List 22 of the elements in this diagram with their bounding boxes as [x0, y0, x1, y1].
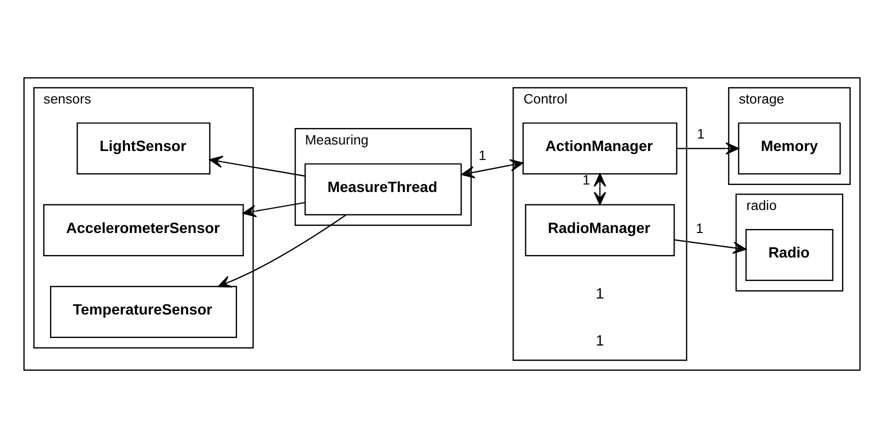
arrow — [209, 156, 305, 177]
arrow — [218, 214, 346, 288]
node-box: TemperatureSensor — [50, 286, 238, 338]
arrow — [242, 202, 306, 218]
edge-label: 1 — [582, 172, 590, 188]
cluster — [23, 77, 861, 371]
node-box: LightSensor — [76, 122, 210, 174]
node-box: RadioManager — [524, 204, 675, 256]
node-box: ActionManager — [522, 122, 678, 174]
arrow — [674, 239, 746, 254]
edge-label: 1 — [697, 126, 705, 142]
arrow — [677, 142, 740, 155]
label: 1 — [596, 286, 604, 302]
node-box: Memory — [738, 122, 841, 174]
node-box: AccelerometerSensor — [43, 204, 244, 256]
label: 1 — [596, 333, 604, 350]
arrow — [461, 159, 524, 178]
node-box: Radio — [745, 228, 834, 281]
edge-label: 1 — [478, 148, 486, 164]
edge-label: 1 — [696, 220, 704, 236]
node-box: MeasureThread — [304, 163, 462, 216]
arrow — [594, 173, 606, 206]
